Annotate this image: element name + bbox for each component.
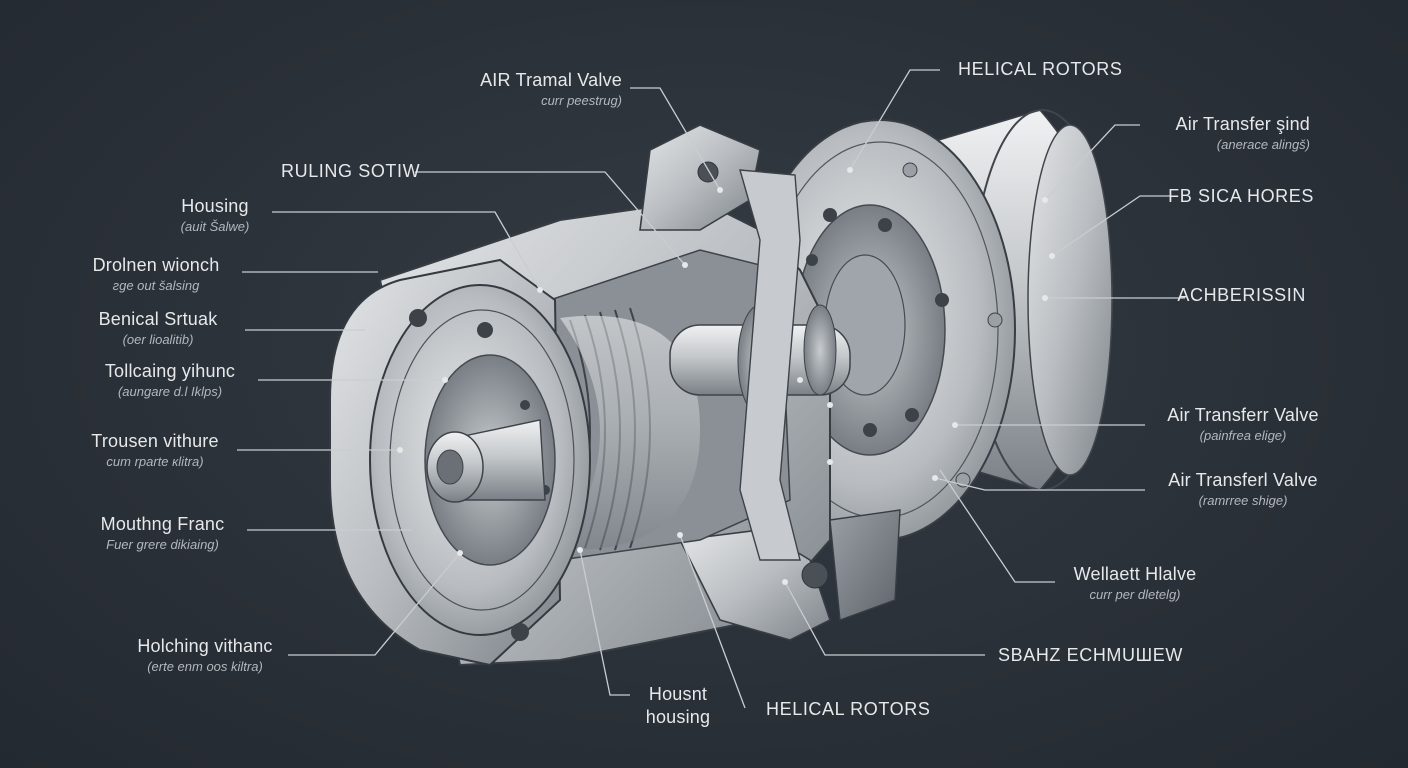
leader-wellaett — [939, 469, 1055, 583]
callout-title: Air Transfer şind — [1175, 114, 1310, 134]
callout-title: ACHBERISSIN — [1177, 285, 1306, 305]
callout-subtitle: curr per dletelg) — [1089, 586, 1181, 602]
callout-title: Drolnen wionch — [92, 255, 220, 275]
callout-achberissin: ACHBERISSIN — [1177, 285, 1306, 306]
leader-holding — [288, 552, 461, 656]
front-flange — [329, 258, 591, 667]
callout-air-tramal-valve: AIR Tramal Valve curr peеstrиg) — [480, 70, 622, 109]
callout-title: Air Transferr Valve — [1167, 405, 1319, 425]
callout-helical-rotors-top: HELICAL ROTORS — [958, 59, 1122, 80]
callout-title: Tollcaing yihunc — [104, 361, 236, 381]
leader-dots — [397, 167, 1055, 585]
callout-title: FB SICA HORES — [1168, 186, 1314, 206]
leader-helical-rotors-top — [849, 69, 940, 171]
callout-title: Trousen vithure — [91, 431, 219, 451]
callout-title: Mouthng Franc — [100, 514, 225, 534]
callout-subtitle: curr peеstrиg) — [541, 92, 622, 108]
callout-title: RULING SOTIW — [281, 161, 421, 181]
callout-subtitle: cum rparte кlitra) — [106, 453, 204, 469]
callout-benical-srtuak: Benical Srtuak (oer lioalitib) — [74, 309, 242, 348]
callout-helical-rotors-bottom: HELICAL ROTORS — [766, 699, 930, 720]
callout-title: AIR Tramal Valve — [480, 70, 622, 90]
callout-mouthng-franc: Mouthng Franc Fuer grere dikiaing) — [80, 514, 245, 553]
callout-subtitle: Fuer grere dikiaing) — [106, 536, 219, 552]
callout-title: Holching vithanc — [137, 636, 273, 656]
callout-sbahz-echmuthew: SBAHZ ECHMUШEW — [998, 645, 1183, 666]
leader-air-tramal-valve — [630, 87, 721, 191]
callout-air-transferr-valve: Air Transferr Valve (painfrea elige) — [1148, 405, 1338, 444]
callout-housnt-housing: Housnt housing — [628, 684, 728, 727]
callout-ruling-sotiw: RULING SOTIW — [281, 161, 420, 182]
callout-fb-sica-hores: FB SICA HORES — [1168, 186, 1314, 207]
callout-air-transfer-sind: Air Transfer şind (anerace alingš) — [1176, 114, 1310, 153]
callout-drolnen-wionch: Drolnen wionch гgе oиt šalsing — [76, 255, 236, 294]
callout-title: SBAHZ ECHMUШEW — [998, 645, 1183, 665]
callout-subtitle: (painfrea elige) — [1199, 427, 1287, 443]
callout-trousen-vithure: Trousen vithure cum rparte кlitra) — [75, 431, 235, 470]
leader-housing — [272, 211, 541, 291]
leader-housnt — [579, 549, 630, 696]
callout-title: HELICAL ROTORS — [958, 59, 1123, 79]
callout-subtitle: (oer lioalitib) — [122, 331, 194, 347]
callout-subtitle: (ramrree shige) — [1198, 492, 1288, 508]
callout-tollcaing-yihunc: Tollcaing yihunc (aungare d.l Iklps) — [90, 361, 250, 400]
leader-lines — [237, 69, 1185, 709]
callout-wellaett-hlalve: Wellaett Hlalve curr per dletelg) — [1055, 564, 1215, 603]
leader-sbahz — [784, 581, 985, 656]
leader-air-transfer-sind — [1044, 124, 1140, 201]
callout-title: Housnt — [648, 684, 708, 704]
callout-subtitle: (anerace alingš) — [1216, 136, 1310, 152]
leader-fb-sica-hores — [1051, 195, 1170, 257]
callout-title: Benical Srtuak — [98, 309, 218, 329]
callout-title: Wellaett Hlalve — [1073, 564, 1197, 584]
callout-subtitle: housing — [645, 706, 711, 727]
callout-subtitle: (aungare d.l Iklps) — [117, 383, 223, 399]
callout-subtitle: (erte enm oos kiltra) — [147, 658, 263, 674]
callout-title: Air Transferl Valve — [1168, 470, 1318, 490]
leader-helical-rotors-bottom — [679, 534, 746, 709]
callout-title: HELICAL ROTORS — [766, 699, 931, 719]
leader-ruling-sotiw — [415, 171, 686, 266]
callout-subtitle: (auit Šalwe) — [180, 218, 250, 234]
callout-housing: Housing (auit Šalwe) — [160, 196, 270, 235]
callout-air-transferl-valve: Air Transferl Valve (ramrree shige) — [1148, 470, 1338, 509]
leader-air-transferl — [934, 477, 1145, 491]
callout-holding-vithanc: Holching vithanc (erte enm oos kiltra) — [125, 636, 285, 675]
callout-title: Housing — [181, 196, 249, 216]
callout-subtitle: гgе oиt šalsing — [112, 277, 200, 293]
